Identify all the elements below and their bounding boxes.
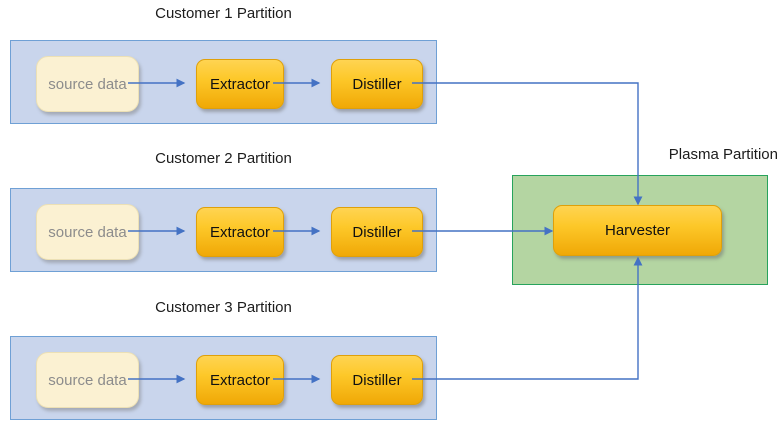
node-source-data-2: source data xyxy=(36,204,139,260)
node-extractor-3: Extractor xyxy=(196,355,284,405)
node-distiller-2: Distiller xyxy=(331,207,423,257)
node-distiller-3: Distiller xyxy=(331,355,423,405)
partition-title-customer-3: Customer 3 Partition xyxy=(155,299,292,316)
partition-customer-1: source data Extractor Distiller xyxy=(10,40,437,124)
node-extractor-2: Extractor xyxy=(196,207,284,257)
partition-title-customer-2: Customer 2 Partition xyxy=(155,150,292,167)
node-harvester: Harvester xyxy=(553,205,722,256)
node-extractor-1: Extractor xyxy=(196,59,284,109)
node-source-data-3: source data xyxy=(36,352,139,408)
node-distiller-1: Distiller xyxy=(331,59,423,109)
partition-title-customer-1: Customer 1 Partition xyxy=(155,5,292,22)
partition-customer-2: source data Extractor Distiller xyxy=(10,188,437,272)
partition-title-plasma: Plasma Partition xyxy=(668,146,778,163)
partition-customer-3: source data Extractor Distiller xyxy=(10,336,437,420)
node-source-data-1: source data xyxy=(36,56,139,112)
